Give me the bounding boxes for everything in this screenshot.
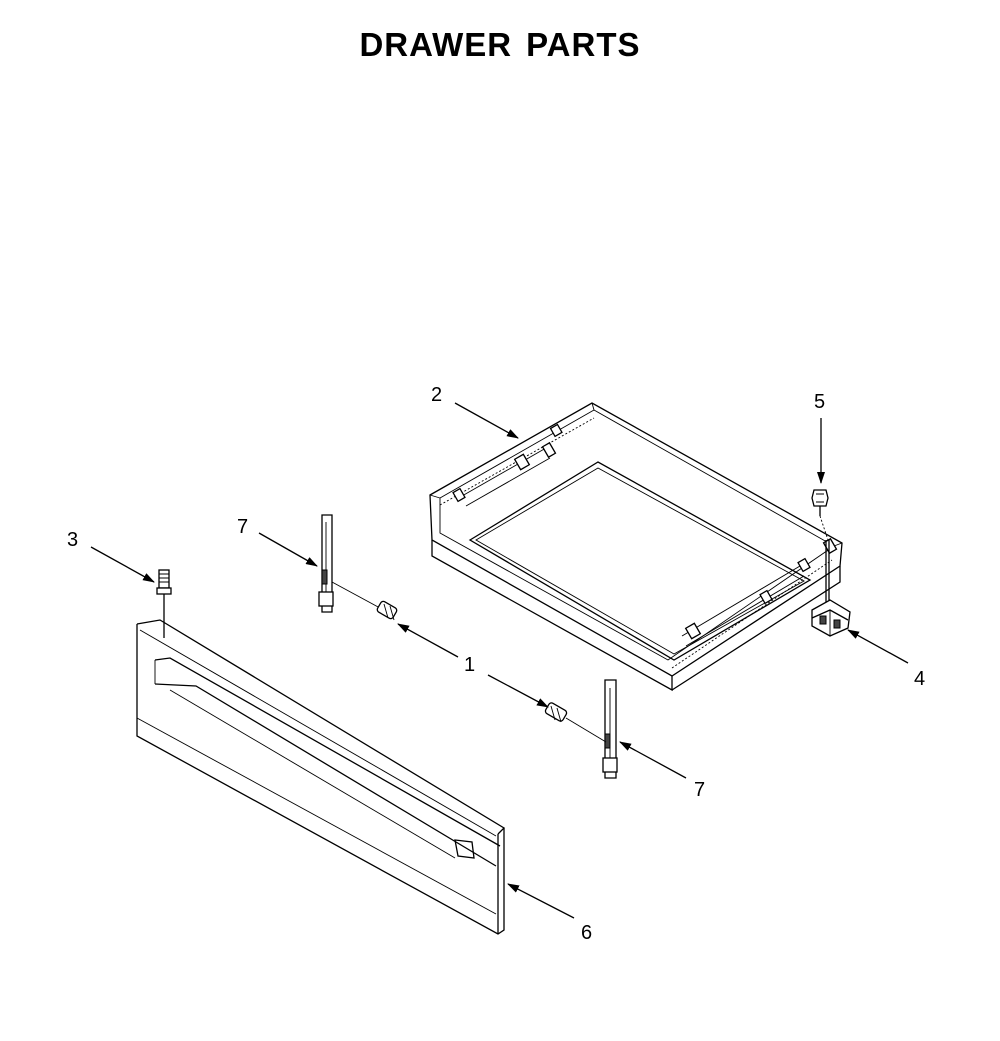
callout-1: 1 (464, 654, 475, 676)
drawer-box-part (429, 402, 843, 692)
callout-4: 4 (914, 668, 925, 690)
callout-7-right: 7 (694, 779, 705, 801)
callout-3: 3 (67, 529, 78, 551)
rear-bracket-part (811, 599, 851, 637)
arrow-to-front-panel (507, 883, 575, 919)
drawer-glide-right-part (544, 679, 618, 779)
diagram-title: DRAWER PARTS (0, 26, 1000, 64)
callout-5: 5 (814, 391, 825, 413)
drawer-glide-left-part (318, 514, 398, 621)
arrow-to-bracket-left (397, 623, 459, 658)
title-word-drawer: DRAWER (359, 26, 513, 63)
title-word-parts: PARTS (526, 26, 641, 63)
drawer-front-panel-part (136, 619, 506, 935)
stud-part (156, 569, 172, 638)
arrow-to-drawer-box (454, 402, 519, 439)
arrow-to-bracket-right (487, 674, 549, 708)
screw-part (811, 489, 830, 608)
leader-arrows (90, 402, 909, 919)
arrow-to-glide-left (258, 532, 318, 567)
callout-7-left: 7 (237, 516, 248, 538)
callout-2: 2 (431, 384, 442, 406)
arrow-to-stud (90, 546, 155, 583)
callout-6: 6 (581, 922, 592, 944)
arrow-to-glide-right (619, 741, 687, 779)
arrow-to-rear-bracket (847, 629, 909, 664)
